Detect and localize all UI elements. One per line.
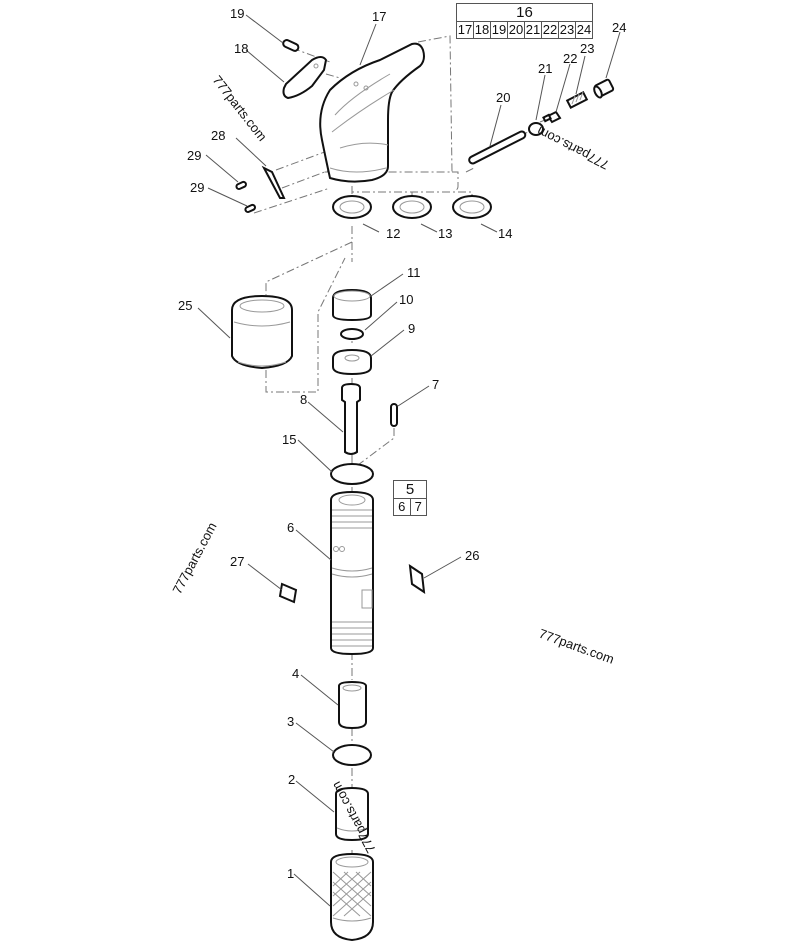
watermark: 777parts.com	[169, 520, 219, 597]
part-3-o-ring[interactable]	[332, 744, 372, 766]
kit-5-title: 5	[394, 481, 426, 499]
label-7: 7	[432, 377, 439, 392]
kit-16-member: 19	[491, 22, 508, 38]
kit-16-member: 21	[525, 22, 542, 38]
kit-5-box: 5 6 7	[393, 480, 427, 516]
part-10-o-ring[interactable]	[340, 328, 364, 340]
label-19: 19	[230, 6, 244, 21]
kit-16-box: 16 17 18 19 20 21 22 23 24	[456, 3, 593, 39]
kit-5-member: 6	[394, 499, 411, 515]
part-12-seal[interactable]	[332, 195, 372, 219]
label-12: 12	[386, 226, 400, 241]
label-14: 14	[498, 226, 512, 241]
watermark: 777parts.com	[537, 626, 616, 667]
label-10: 10	[399, 292, 413, 307]
part-9-disc[interactable]	[332, 348, 372, 376]
kit-5-member: 7	[414, 499, 422, 514]
label-1: 1	[287, 866, 294, 881]
kit-16-members: 17 18 19 20 21 22 23 24	[457, 22, 592, 38]
label-6: 6	[287, 520, 294, 535]
part-22-valve[interactable]	[542, 110, 562, 124]
part-14-seal[interactable]	[452, 195, 492, 219]
part-2-retainer[interactable]	[335, 786, 369, 842]
label-29a: 29	[187, 148, 201, 163]
kit-16-member: 20	[508, 22, 525, 38]
part-8-stem[interactable]	[341, 382, 361, 455]
part-23-spring[interactable]	[565, 91, 589, 109]
kit-5-members: 6 7	[394, 499, 426, 515]
kit-16-title: 16	[457, 4, 592, 22]
watermarks: 777parts.com 777parts.com 777parts.com 7…	[169, 73, 616, 856]
watermark: 777parts.com	[534, 124, 611, 173]
part-24-fitting[interactable]	[593, 78, 615, 99]
kit-16-member: 22	[542, 22, 559, 38]
part-20-rod[interactable]	[468, 130, 527, 165]
label-27: 27	[230, 554, 244, 569]
label-18: 18	[234, 41, 248, 56]
label-11: 11	[407, 265, 421, 280]
kit-16-member: 18	[474, 22, 491, 38]
part-21-ball[interactable]	[528, 122, 544, 136]
part-labels: 19 18 17 28 29 29 20 21 22 23 24 12 13 1…	[178, 6, 626, 881]
label-3: 3	[287, 714, 294, 729]
part-26-label[interactable]	[408, 563, 426, 595]
label-13: 13	[438, 226, 452, 241]
label-20: 20	[496, 90, 510, 105]
part-18-trigger[interactable]	[282, 56, 328, 100]
assembly-lines	[253, 35, 579, 872]
part-17-handle[interactable]	[319, 42, 425, 183]
part-11-cap[interactable]	[332, 288, 372, 322]
label-29b: 29	[190, 180, 204, 195]
label-24: 24	[612, 20, 626, 35]
part-29-screw-b[interactable]	[244, 203, 256, 214]
part-29-screw-a[interactable]	[235, 180, 247, 191]
leader-lines	[197, 14, 621, 907]
part-4-bushing[interactable]	[338, 680, 367, 730]
label-2: 2	[288, 772, 295, 787]
label-4: 4	[292, 666, 299, 681]
part-13-seal[interactable]	[392, 195, 432, 219]
kit-16-member: 24	[576, 22, 592, 37]
kit-16-member: 17	[457, 22, 474, 38]
label-22: 22	[563, 51, 577, 66]
label-21: 21	[538, 61, 552, 76]
label-23: 23	[580, 41, 594, 56]
part-19-pin[interactable]	[282, 39, 300, 52]
label-26: 26	[465, 548, 479, 563]
label-28: 28	[211, 128, 225, 143]
label-15: 15	[282, 432, 296, 447]
label-25: 25	[178, 298, 192, 313]
part-1-nut[interactable]	[330, 852, 374, 941]
kit-16-member: 23	[559, 22, 576, 38]
label-8: 8	[300, 392, 307, 407]
part-6-body[interactable]	[330, 490, 374, 656]
part-7-pin[interactable]	[390, 403, 398, 427]
part-27-label[interactable]	[278, 582, 298, 604]
part-25-housing[interactable]	[231, 294, 293, 370]
part-28-plate[interactable]	[261, 165, 286, 199]
part-15-o-ring[interactable]	[330, 463, 374, 485]
label-17: 17	[372, 9, 386, 24]
label-9: 9	[408, 321, 415, 336]
